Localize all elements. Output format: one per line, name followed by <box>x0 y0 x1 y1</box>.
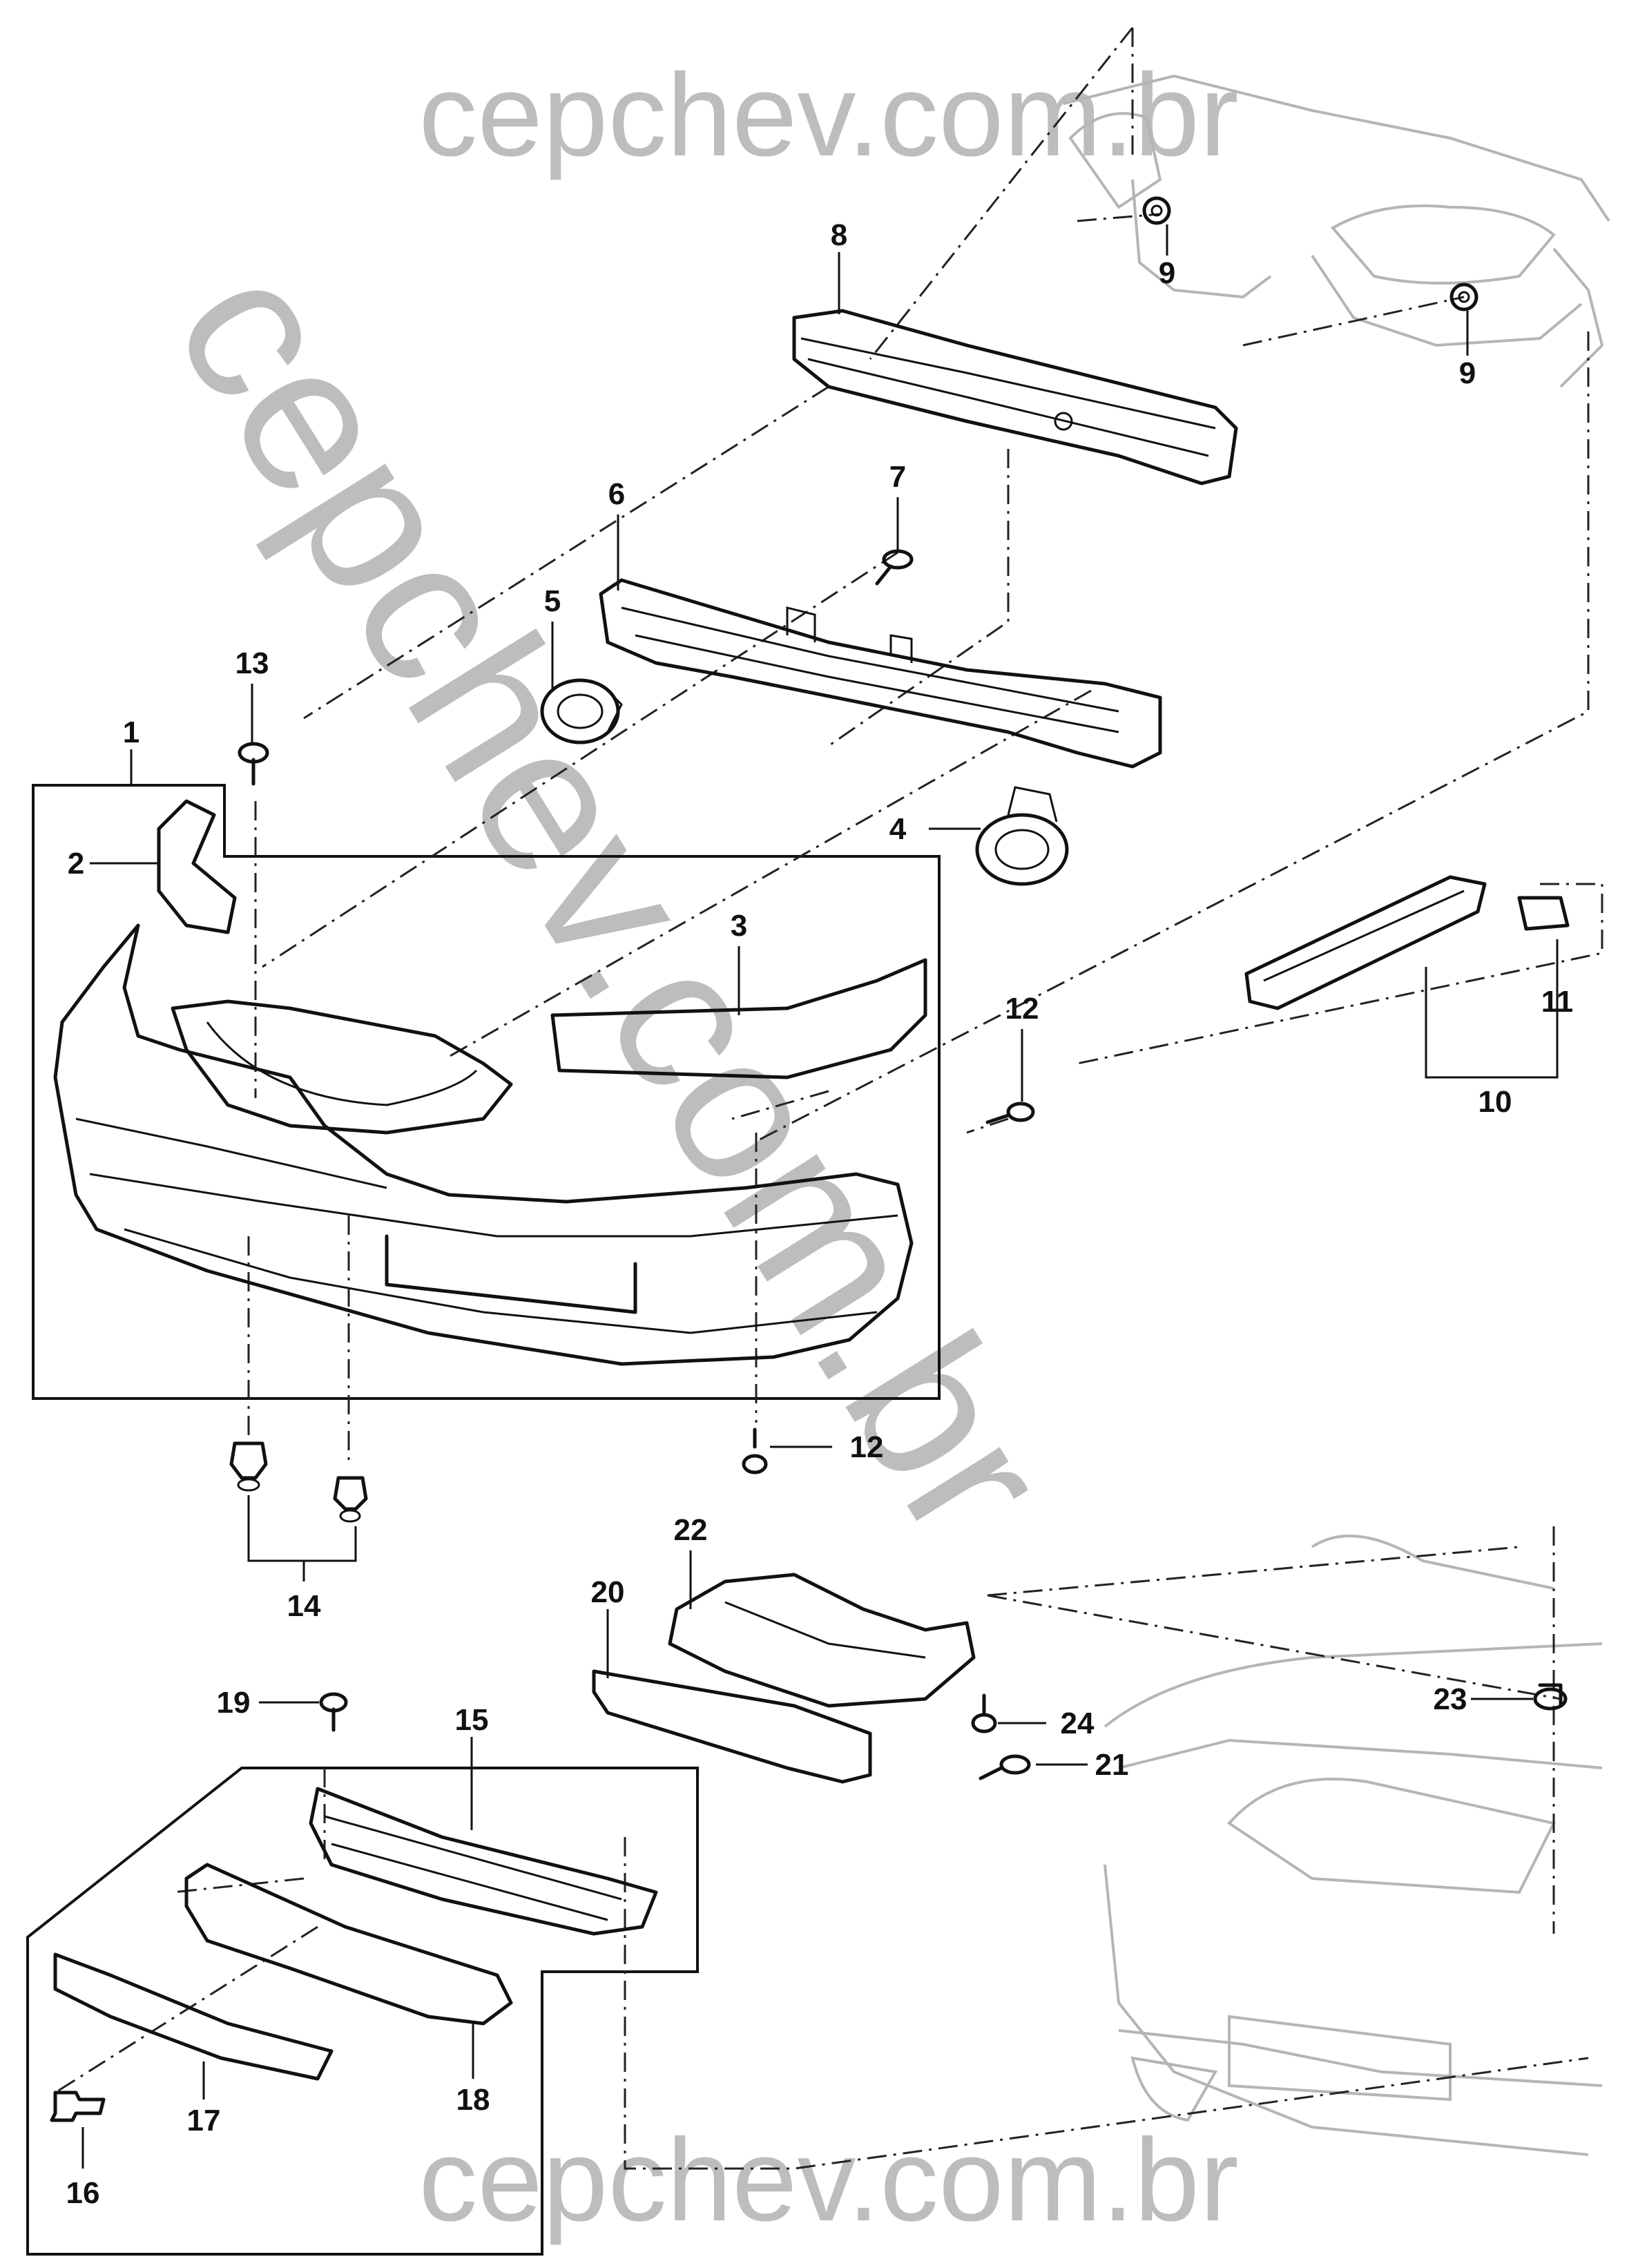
part-14-clip-b <box>333 1476 368 1523</box>
callout-4: 4 <box>889 812 907 846</box>
callout-16: 16 <box>66 2176 100 2210</box>
part-13-screw <box>238 742 269 786</box>
watermark-diagonal: cepchev.com.br <box>131 225 1095 1576</box>
part-11-clip <box>1517 896 1570 931</box>
callout-12-upper: 12 <box>1005 992 1039 1026</box>
callout-18: 18 <box>456 2083 490 2117</box>
part-16-emblem <box>50 2091 106 2122</box>
assembly-lines <box>55 27 1603 2170</box>
part-12-screw-b <box>742 1428 768 1474</box>
callout-19: 19 <box>217 1686 251 1720</box>
callout-24: 24 <box>1061 1707 1095 1740</box>
callout-22: 22 <box>674 1513 708 1547</box>
callout-23: 23 <box>1434 1682 1467 1716</box>
part-17-grille-bar <box>53 1952 334 2081</box>
callout-21: 21 <box>1095 1748 1129 1782</box>
vehicle-body-top-ghost <box>1063 74 1610 388</box>
callout-15: 15 <box>455 1703 489 1737</box>
part-8-impact-beam <box>792 309 1238 486</box>
callout-1: 1 <box>123 715 139 749</box>
part-15-grille <box>309 1787 658 1936</box>
part-20-trim-strip <box>592 1669 872 1784</box>
callout-7: 7 <box>889 460 906 494</box>
part-4-fog-ring <box>975 786 1069 886</box>
callout-5: 5 <box>544 584 561 618</box>
watermark-top: cepchev.com.br <box>418 50 1238 181</box>
callout-17: 17 <box>187 2104 221 2137</box>
callout-8: 8 <box>831 218 847 252</box>
callout-11: 11 <box>1541 985 1574 1019</box>
callout-9-upper: 9 <box>1159 256 1175 290</box>
part-24-screw <box>971 1693 997 1733</box>
part-5-fog-ring <box>540 678 623 744</box>
callout-14: 14 <box>287 1589 321 1623</box>
watermark-bottom: cepchev.com.br <box>418 2115 1238 2246</box>
callout-13: 13 <box>235 646 269 680</box>
part-18-grille-surround <box>184 1863 513 2026</box>
part-14-clip-a <box>229 1441 268 1492</box>
part-6-grille-frame <box>599 578 1162 769</box>
part-3-strip <box>550 958 927 1079</box>
callout-9-lower: 9 <box>1459 356 1476 390</box>
vehicle-front-bottom-ghost <box>1104 1535 1603 2156</box>
part-21-screw <box>979 1754 1031 1780</box>
callout-12-lower: 12 <box>850 1430 884 1464</box>
part-9-nut-b <box>1449 282 1478 311</box>
part-1-frame <box>32 784 941 1400</box>
part-9-nut-a <box>1142 196 1171 225</box>
part-1-bumper-cover <box>53 923 914 1366</box>
callout-2: 2 <box>68 847 84 881</box>
callout-10: 10 <box>1478 1085 1512 1119</box>
part-10-side-bracket <box>1244 875 1487 1010</box>
part-22-under-shield <box>668 1573 976 1708</box>
leader-lines <box>81 224 1559 2169</box>
part-12-screw-a <box>985 1102 1035 1124</box>
callout-20: 20 <box>591 1575 625 1609</box>
part-23-fastener <box>1533 1683 1568 1711</box>
part-2-bracket <box>157 799 237 934</box>
part-15-frame <box>26 1767 699 2256</box>
callout-6: 6 <box>608 477 625 511</box>
callout-3: 3 <box>731 909 747 943</box>
part-19-screw <box>319 1692 348 1732</box>
